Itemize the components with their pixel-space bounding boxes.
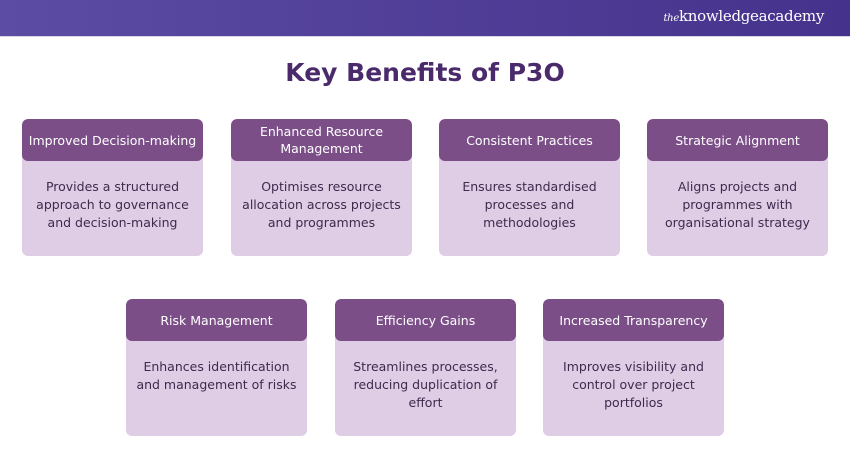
card-title: Efficiency Gains [335,299,516,341]
card-title: Risk Management [126,299,307,341]
card-text: Optimises resource allocation across pro… [242,179,401,230]
card-title: Increased Transparency [543,299,724,341]
card-text: Provides a structured approach to govern… [36,179,189,230]
card-title: Strategic Alignment [647,119,828,161]
logo-prefix: the [663,13,679,24]
brand-logo: theknowledgeacademy [663,7,824,25]
card-text: Improves visibility and control over pro… [563,359,704,410]
card-title: Improved Decision-making [22,119,203,161]
page-title: Key Benefits of P3O [285,58,565,87]
card-text: Enhances identification and management o… [136,359,297,392]
top-banner: theknowledgeacademy [0,0,850,37]
logo-name: knowledgeacademy [678,7,824,25]
card-title: Enhanced Resource Management [231,119,412,161]
card-text: Ensures standardised processes and metho… [462,179,597,230]
card-text: Streamlines processes, reducing duplicat… [353,359,498,410]
card-text: Aligns projects and programmes with orga… [665,179,810,230]
card-title: Consistent Practices [439,119,620,161]
